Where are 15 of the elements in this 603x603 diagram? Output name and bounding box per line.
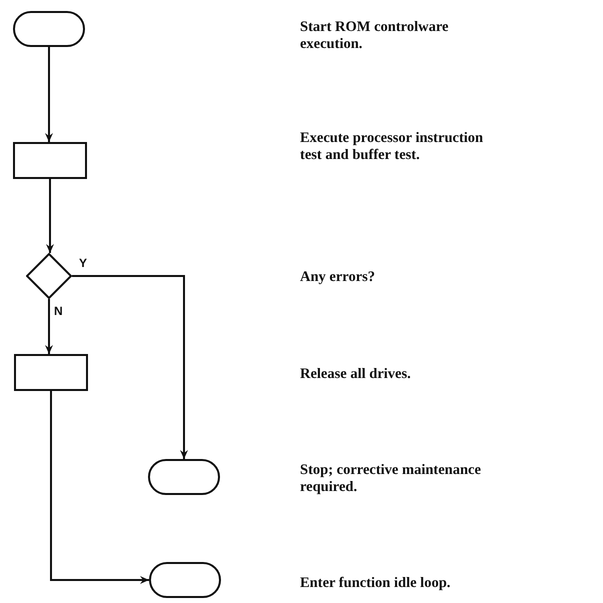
step-description: Release all drives. [300, 366, 412, 383]
flow-arrow [45, 299, 53, 354]
flow-arrow [46, 179, 54, 253]
step-description: Any errors? [300, 269, 376, 286]
step-description: Start ROM controlware execution. [300, 19, 450, 53]
flow-arrow [45, 47, 53, 142]
step-description: Execute processor instruction test and buffer test. [300, 130, 484, 164]
process-box [13, 142, 87, 179]
step-description: Enter function idle loop. [300, 575, 452, 592]
edge-label: Y [78, 257, 88, 270]
process-box [14, 354, 88, 391]
decision-diamond [26, 253, 72, 299]
edge-label: N [53, 305, 64, 318]
flow-arrow [72, 275, 188, 459]
step-description: Stop; corrective maintenance required. [300, 462, 482, 496]
